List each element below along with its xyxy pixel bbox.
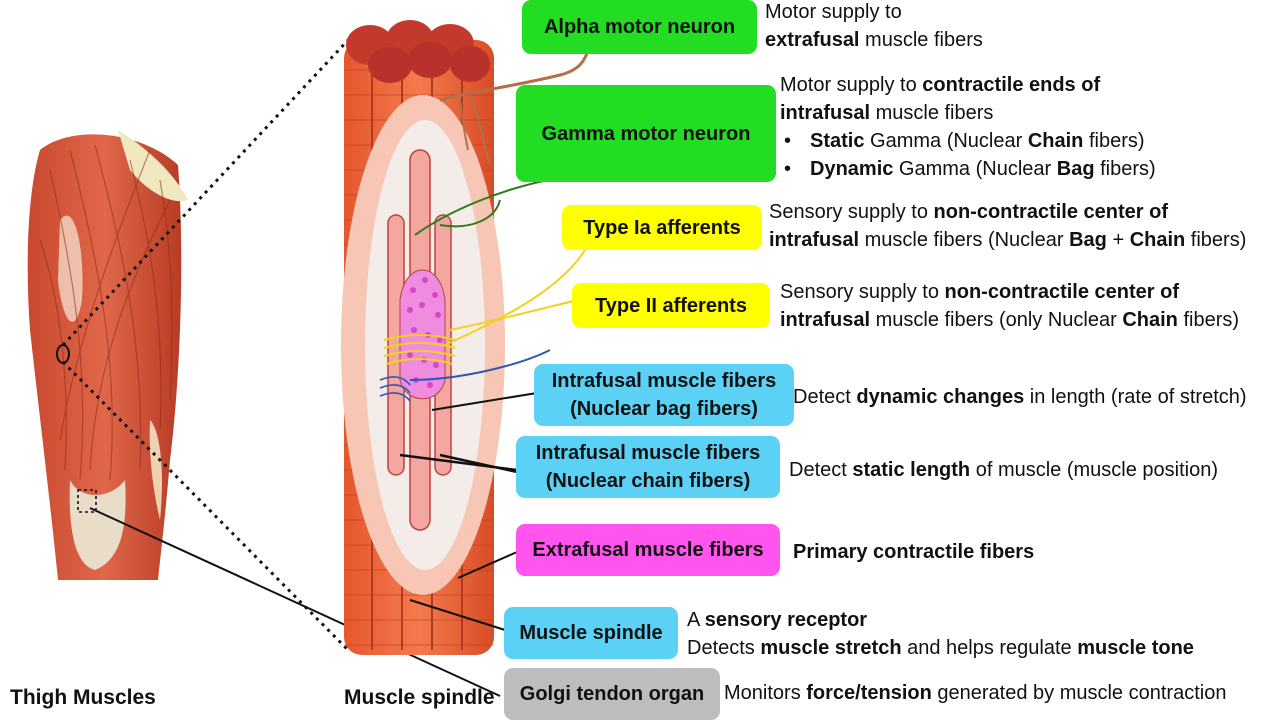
gamma-description: Motor supply to contractile ends of intr… [780, 71, 1156, 183]
nuclear-chain-fibers-label: Intrafusal muscle fibers (Nuclear chain … [516, 436, 780, 498]
type-ii-afferents-label: Type II afferents [572, 283, 770, 328]
nuclear-bag-fibers-label: Intrafusal muscle fibers (Nuclear bag fi… [534, 364, 794, 426]
nuclear-bag-description: Detect dynamic changes in length (rate o… [793, 386, 1247, 408]
type-ii-description: Sensory supply to non-contractile center… [780, 281, 1240, 331]
alpha-description: Motor supply to extrafusal muscle fibers [765, 1, 983, 51]
type-ia-description: Sensory supply to non-contractile center… [769, 201, 1247, 251]
extrafusal-fibers-label: Extrafusal muscle fibers [516, 524, 780, 576]
muscle-spindle-description: A sensory receptor Detects muscle stretc… [687, 609, 1194, 659]
muscle-spindle-caption: Muscle spindle [344, 686, 495, 709]
thigh-muscles-illustration [27, 130, 188, 580]
alpha-motor-neuron-label: Alpha motor neuron [522, 0, 757, 54]
muscle-spindle-label: Muscle spindle [504, 607, 678, 659]
golgi-description: Monitors force/tension generated by musc… [724, 682, 1227, 704]
nuclear-chain-description: Detect static length of muscle (muscle p… [789, 459, 1219, 481]
extrafusal-description: Primary contractile fibers [793, 541, 1035, 563]
static-gamma-bullet: Static Gamma (Nuclear Chain fibers) [780, 127, 1156, 155]
thigh-muscles-caption: Thigh Muscles [10, 686, 156, 709]
golgi-tendon-organ-label: Golgi tendon organ [504, 668, 720, 720]
dynamic-gamma-bullet: Dynamic Gamma (Nuclear Bag fibers) [780, 155, 1156, 183]
gamma-motor-neuron-label: Gamma motor neuron [516, 85, 776, 182]
type-ia-afferents-label: Type Ia afferents [562, 205, 762, 250]
